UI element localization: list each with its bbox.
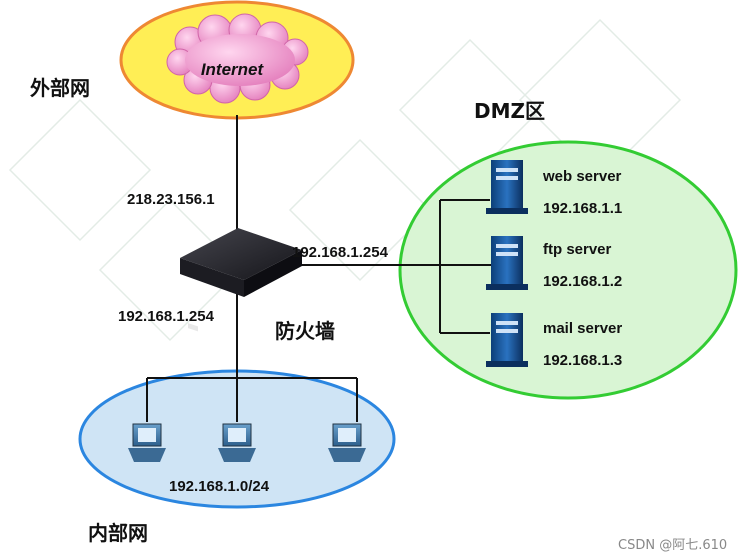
mail-server-name: mail server <box>543 320 623 337</box>
firewall-label: 防火墙 <box>275 319 335 343</box>
firewall-external-ip: 218.23.156.1 <box>127 191 215 208</box>
external-zone-label: 外部网 <box>30 76 90 100</box>
server-mail-icon <box>486 313 528 367</box>
lan-subnet-label: 192.168.1.0/24 <box>169 478 270 495</box>
pc-2-icon <box>218 423 256 462</box>
dmz-zone-label: DMZ区 <box>474 99 546 123</box>
mail-server-ip: 192.168.1.3 <box>543 352 623 369</box>
internet-label: Internet <box>201 60 265 79</box>
server-ftp-icon <box>486 236 528 290</box>
firewall-device-icon <box>180 228 302 332</box>
ftp-server-name: ftp server <box>543 241 612 258</box>
firewall-internal-ip: 192.168.1.254 <box>118 308 214 325</box>
firewall-dmz-ip: 192.168.1.254 <box>292 244 388 261</box>
watermark: CSDN @阿七.610 <box>618 538 728 553</box>
ftp-server-ip: 192.168.1.2 <box>543 273 623 290</box>
internet-cloud-icon <box>166 13 309 104</box>
internal-zone-label: 内部网 <box>88 521 148 545</box>
pc-3-icon <box>328 423 366 462</box>
web-server-name: web server <box>543 168 622 185</box>
web-server-ip: 192.168.1.1 <box>543 200 623 217</box>
server-web-icon <box>486 160 528 214</box>
connection-lines <box>146 115 498 422</box>
pc-1-icon <box>128 423 166 462</box>
